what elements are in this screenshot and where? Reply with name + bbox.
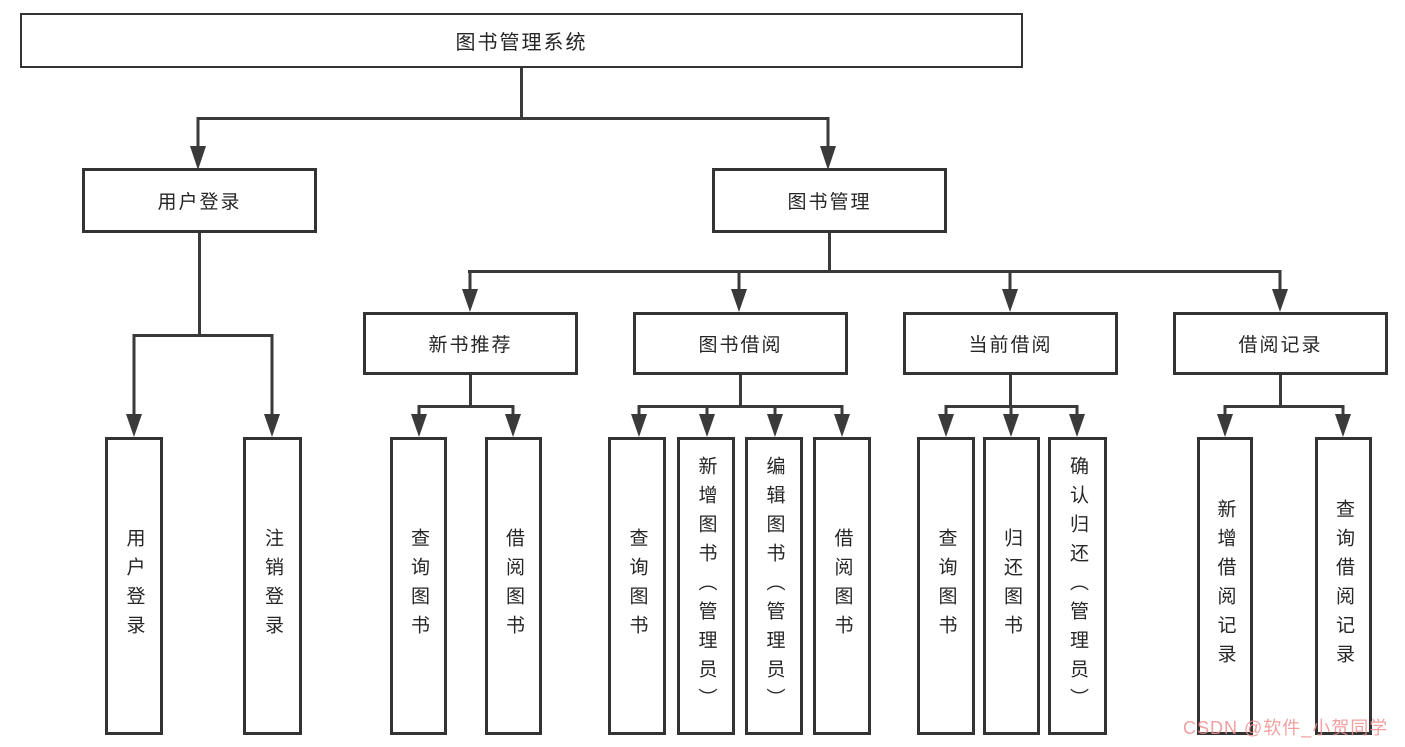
leaf-return-books: 归还图书 — [983, 437, 1040, 735]
leaf-borrow-books-recommend: 借阅图书 — [485, 437, 542, 735]
leaf-logout: 注销登录 — [243, 437, 302, 735]
leaf-query-books-borrowing: 查询图书 — [608, 437, 666, 735]
node-current-borrowing: 当前借阅 — [903, 312, 1118, 375]
leaf-query-books-current: 查询图书 — [917, 437, 975, 735]
leaf-borrow-books-borrowing: 借阅图书 — [813, 437, 871, 735]
node-library-management-system: 图书管理系统 — [20, 13, 1023, 68]
node-user-login: 用户登录 — [82, 168, 317, 233]
node-book-borrowing: 图书借阅 — [633, 312, 848, 375]
leaf-confirm-return-admin: 确认归还（管理员） — [1048, 437, 1107, 735]
leaf-query-books-recommend: 查询图书 — [390, 437, 447, 735]
leaf-edit-books-admin: 编辑图书（管理员） — [745, 437, 803, 735]
leaf-query-borrow-record: 查询借阅记录 — [1315, 437, 1372, 735]
leaf-user-login: 用户登录 — [105, 437, 163, 735]
node-borrowing-records: 借阅记录 — [1173, 312, 1388, 375]
leaf-add-borrow-record: 新增借阅记录 — [1197, 437, 1253, 735]
node-new-book-recommendation: 新书推荐 — [363, 312, 578, 375]
csdn-watermark: CSDN @软件_小贺同学 — [1183, 718, 1389, 738]
leaf-add-books-admin: 新增图书（管理员） — [677, 437, 735, 735]
node-book-management: 图书管理 — [712, 168, 947, 233]
